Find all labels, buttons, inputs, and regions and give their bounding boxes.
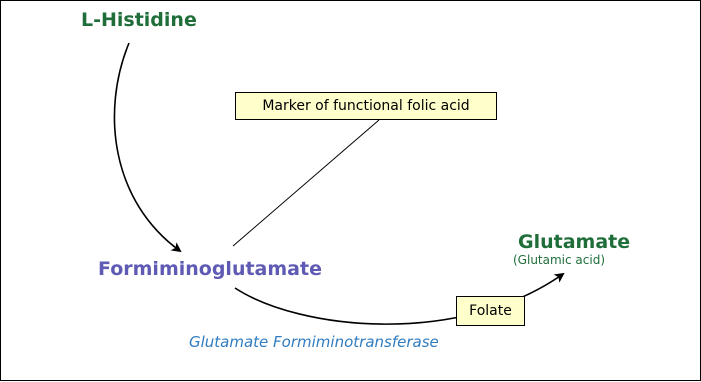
marker-annotation-box: Marker of functional folic acid [235, 92, 497, 120]
node-formiminoglutamate: Formiminoglutamate [98, 258, 322, 280]
marker-connector-line [232, 119, 380, 247]
node-glutamate: Glutamate [518, 231, 631, 253]
folate-cofactor-box: Folate [456, 296, 525, 326]
node-glutamic-acid-alias: (Glutamic acid) [513, 253, 605, 267]
arrow-histidine-to-formiminoglutamate [113, 42, 182, 253]
folate-cofactor-label: Folate [469, 303, 512, 319]
enzyme-label: Glutamate Formiminotransferase [189, 333, 439, 351]
marker-annotation-label: Marker of functional folic acid [262, 98, 470, 114]
node-l-histidine: L-Histidine [81, 9, 197, 31]
